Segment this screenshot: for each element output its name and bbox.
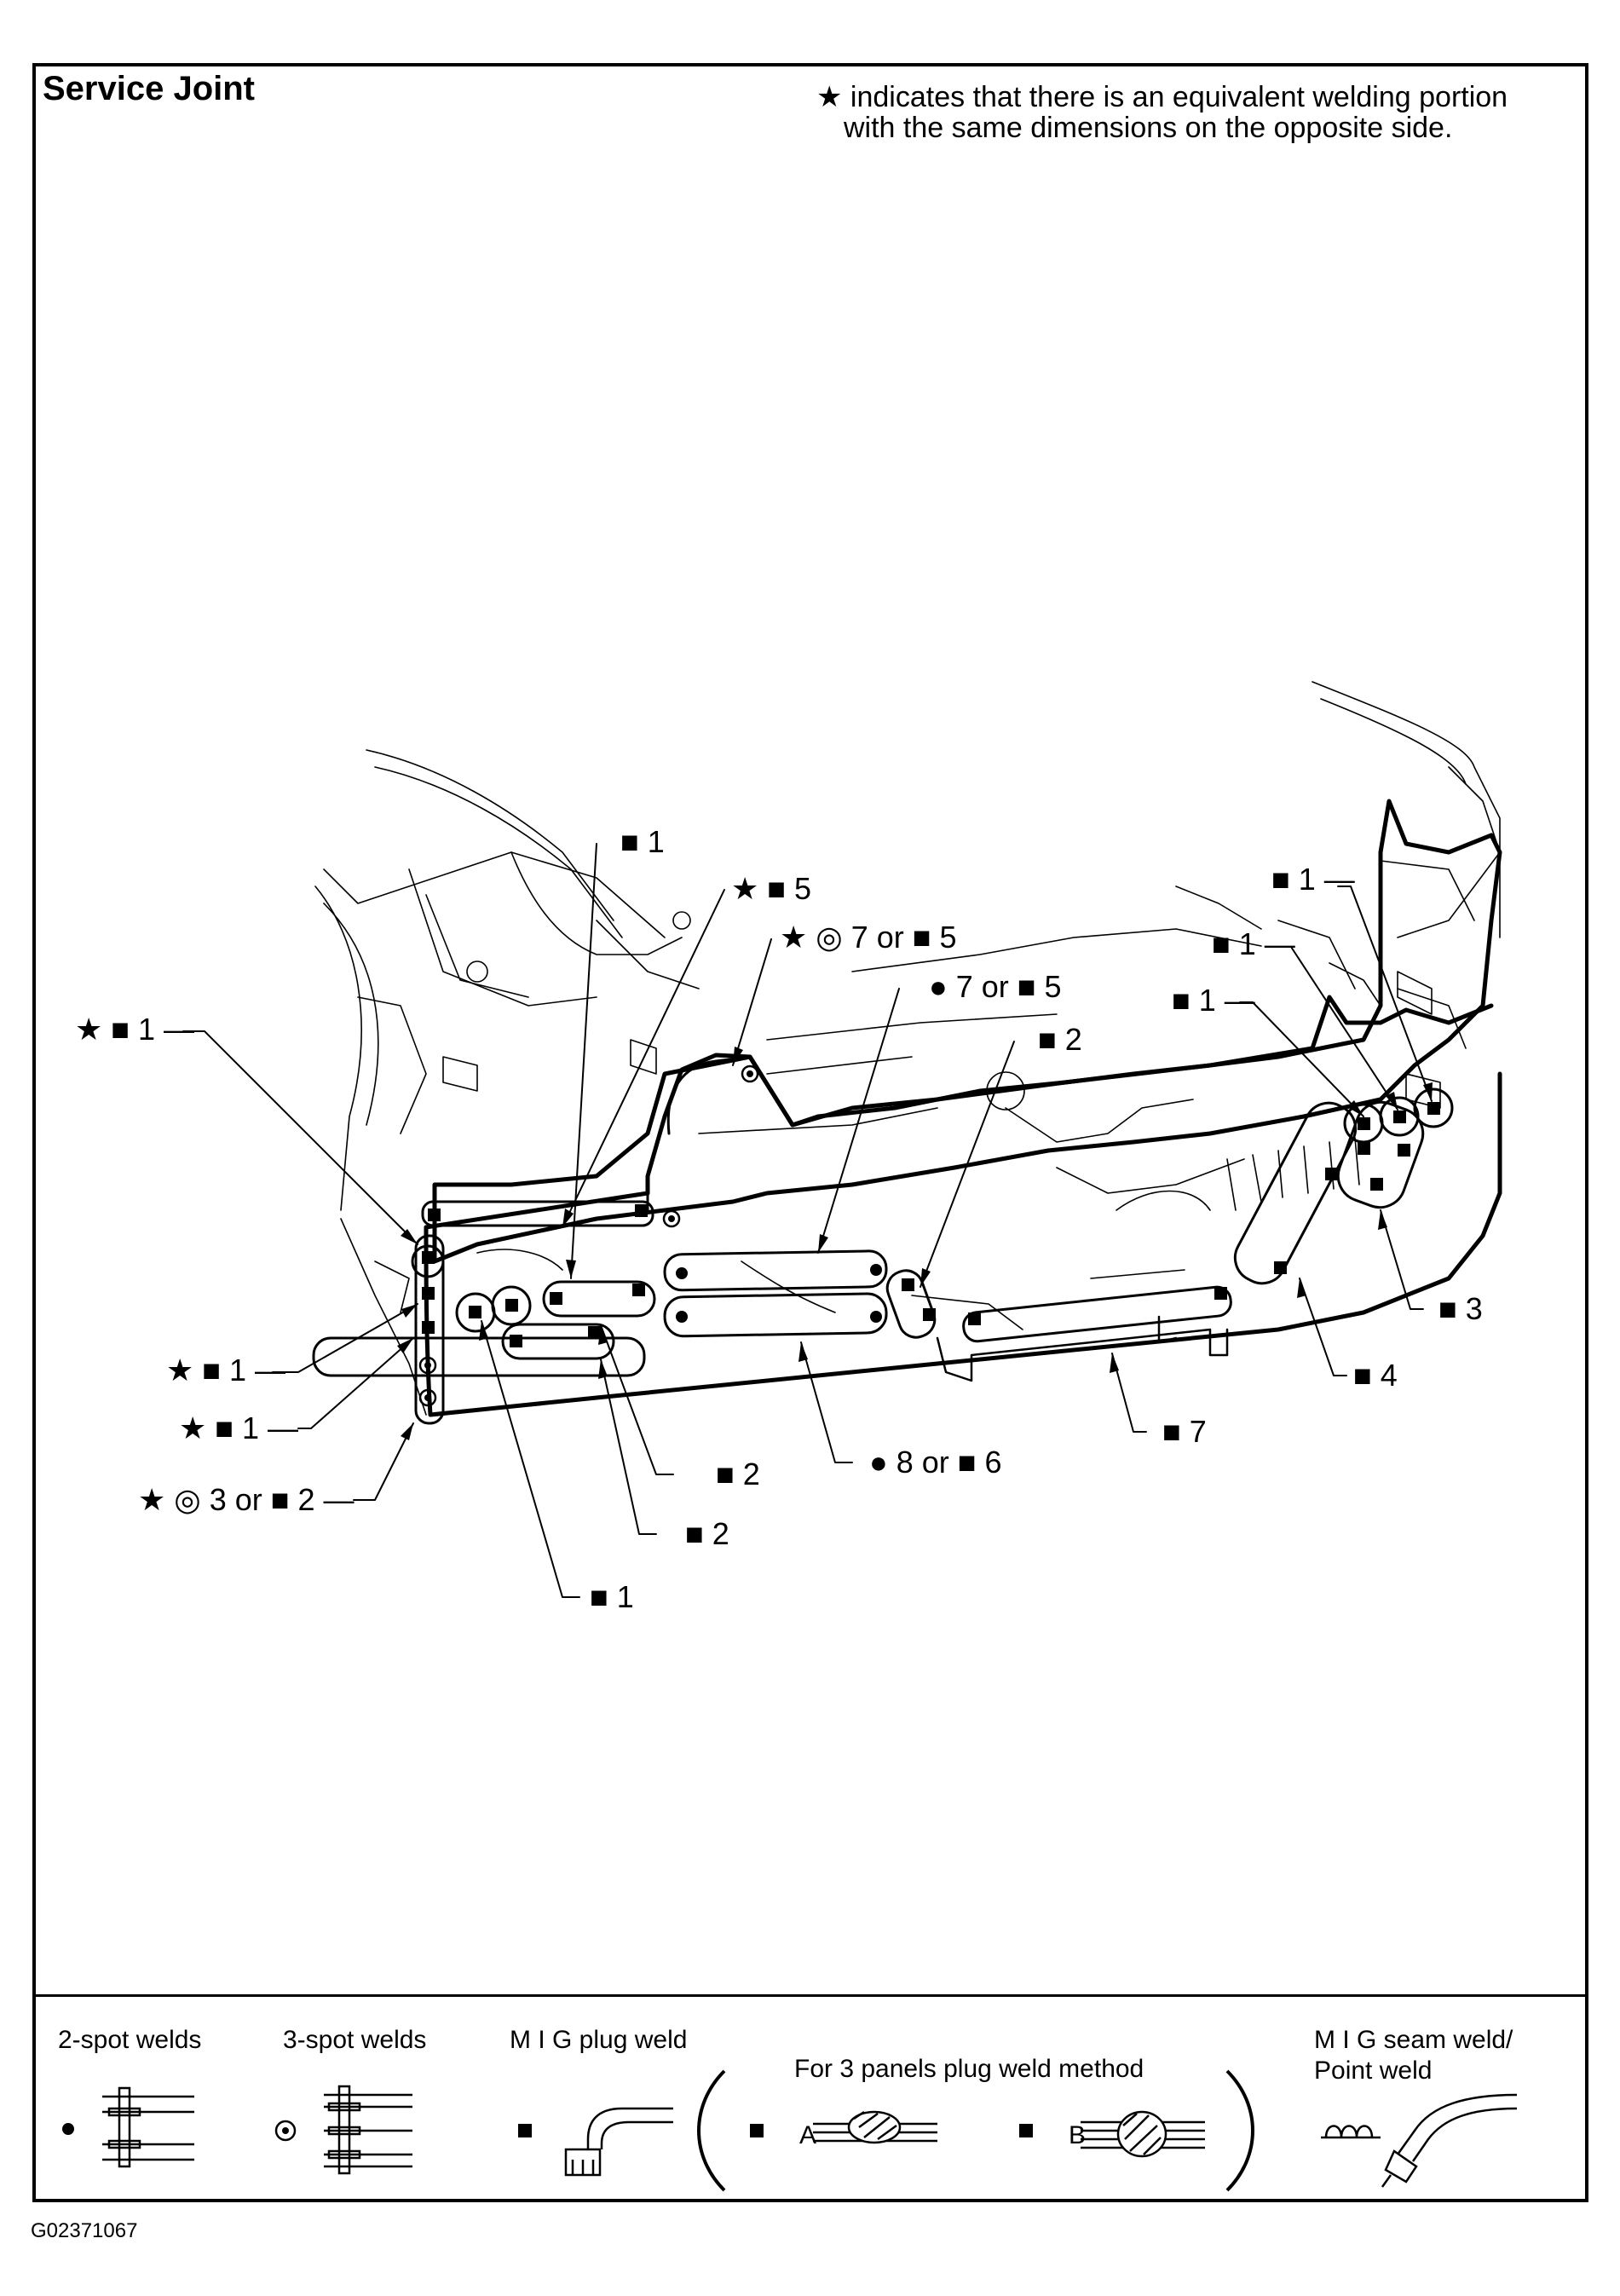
legend-mig-seam-label: M I G seam weld/ — [1314, 2026, 1513, 2054]
callout-label: ■ 2 — [685, 1516, 729, 1551]
mig-plug-square-icon — [518, 2124, 532, 2137]
two-spot-weld-icon — [102, 2086, 194, 2168]
page-title: Service Joint — [43, 70, 256, 107]
callout-label: ■ 4 — [1353, 1358, 1398, 1393]
three-spot-mark-icon — [274, 2120, 297, 2142]
legend-method-a-label: A — [799, 2121, 817, 2149]
callout-label: ★ ■ 5 — [731, 871, 811, 906]
weld-marks — [422, 1102, 1440, 1347]
legend-method-b-label: B — [1069, 2121, 1087, 2149]
mig-plug-torch-icon — [564, 2107, 673, 2177]
legend-three-panels-label: For 3 panels plug weld method — [794, 2055, 1144, 2083]
callout-label: ■ 1 — — [1271, 862, 1355, 897]
callout-label: ★ ◎ 3 or ■ 2 — — [138, 1482, 355, 1517]
callout-label: ■ 1 — — [1212, 926, 1295, 961]
plug-method-b-icon — [1081, 2110, 1205, 2158]
legend-graphics — [62, 2069, 1518, 2192]
callout-label: ■ 1 — — [1172, 983, 1255, 1018]
weld-callouts: ■ 1 ★ ■ 5 ★ ◎ 7 or ■ 5 ● 7 or ■ 5 ■ 2 ★ … — [75, 824, 1483, 1614]
right-paren — [1225, 2069, 1254, 2192]
figure-id: G02371067 — [31, 2219, 138, 2242]
three-spot-weld-icon — [324, 2085, 412, 2175]
body-outline-lines — [314, 681, 1501, 1416]
callout-label: ■ 2 — [1038, 1022, 1082, 1057]
callout-label: ■ 1 — [590, 1579, 634, 1614]
callout-label: ● 7 or ■ 5 — [929, 969, 1062, 1004]
callout-label: ■ 2 — [716, 1457, 760, 1491]
callout-label: ★ ■ 1 — — [166, 1353, 285, 1387]
callout-label: ■ 7 — [1162, 1414, 1207, 1449]
weld-groups — [312, 1055, 1454, 1425]
callout-label: ■ 3 — [1438, 1291, 1483, 1326]
callout-label: ● 8 or ■ 6 — [869, 1445, 1002, 1480]
callout-label: ★ ■ 1 — — [179, 1410, 298, 1445]
callout-label: ★ ◎ 7 or ■ 5 — [780, 920, 957, 955]
plug-method-a-icon — [813, 2110, 937, 2144]
mig-seam-torch-icon — [1381, 2093, 1518, 2188]
note-line-1: ★ indicates that there is an equivalent … — [816, 81, 1508, 113]
leader-lines — [182, 843, 1433, 1598]
legend-mig-plug-label: M I G plug weld — [510, 2026, 688, 2054]
legend-three-spot-label: 3-spot welds — [283, 2026, 427, 2054]
diagram-frame — [32, 63, 1588, 2202]
left-paren — [697, 2069, 726, 2192]
legend-point-weld-label: Point weld — [1314, 2057, 1433, 2085]
callout-label: ■ 1 — [620, 824, 665, 859]
callout-label: ★ ■ 1 — — [75, 1012, 194, 1047]
weld-legend: 2-spot welds 3-spot welds M I G plug wel… — [32, 1994, 1588, 2202]
symbol-note: ★ indicates that there is an equivalent … — [816, 82, 1508, 143]
legend-two-spot-label: 2-spot welds — [58, 2026, 202, 2054]
seam-weld-bead-icon — [1321, 2125, 1381, 2139]
note-line-2: with the same dimensions on the opposite… — [844, 112, 1453, 144]
two-spot-dot-icon — [62, 2123, 74, 2135]
